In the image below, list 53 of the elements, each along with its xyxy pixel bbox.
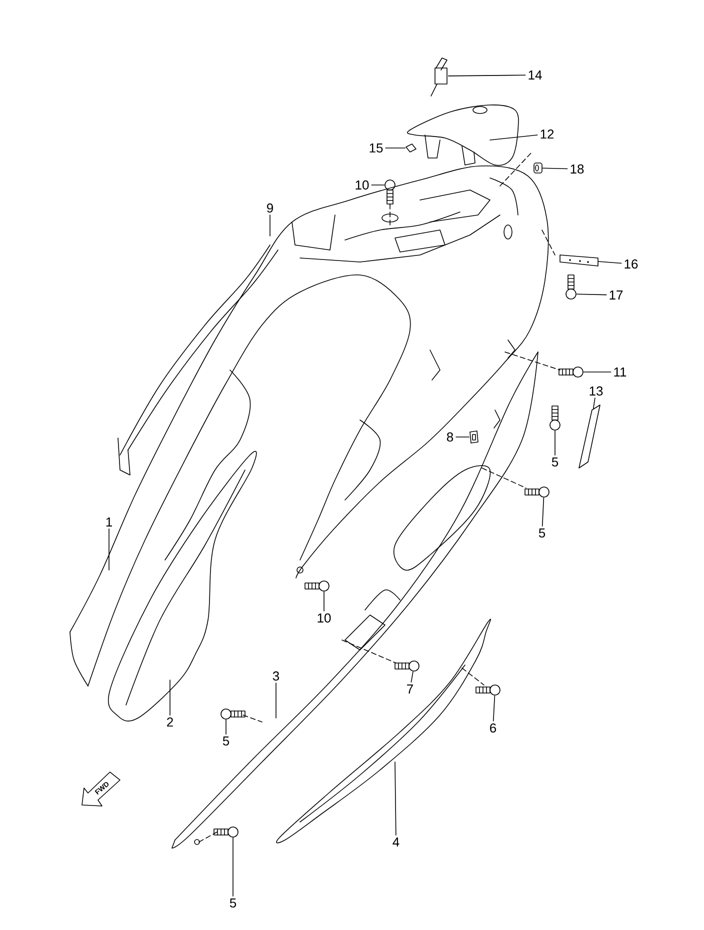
part-drawing	[578, 404, 600, 468]
callout-number: 13	[590, 386, 603, 396]
part-drawing	[220, 708, 246, 720]
callout-number: 10	[318, 613, 331, 623]
leader-line	[542, 168, 568, 170]
part-drawing	[566, 274, 576, 300]
callout-number: 5	[538, 528, 546, 538]
callout-number: 1	[106, 518, 112, 526]
leader-line	[598, 261, 622, 264]
callout-number: 7	[407, 684, 413, 694]
part-drawing	[524, 486, 550, 498]
leader-line	[554, 430, 556, 456]
leader-line	[490, 134, 538, 140]
part-drawing	[394, 660, 420, 672]
leader-line	[448, 74, 526, 76]
callout-number: 9	[267, 203, 273, 213]
leader-line	[394, 762, 396, 836]
callout-number: 3	[272, 671, 280, 681]
callout-number: 15	[370, 143, 383, 153]
callout-number: 5	[230, 898, 236, 908]
callout-number: 6	[490, 723, 496, 733]
callout-number: 5	[222, 736, 230, 746]
part-drawing	[560, 254, 598, 266]
part-drawing	[476, 684, 500, 696]
leader-line	[542, 498, 544, 526]
callout-number: 17	[610, 290, 623, 300]
part-drawing	[384, 180, 396, 204]
leader-line	[592, 398, 596, 409]
part-drawing	[534, 162, 542, 174]
callout-number: 16	[624, 259, 638, 269]
callout-number: 2	[167, 717, 173, 727]
part-drawing	[550, 406, 560, 430]
part-drawing	[406, 144, 416, 152]
callout-number: 10	[356, 180, 369, 190]
callout-number: 4	[392, 838, 400, 846]
part-drawing	[558, 366, 584, 378]
leader-line	[371, 184, 384, 186]
leader-line	[108, 528, 110, 570]
callout-number: 11	[614, 368, 626, 376]
leader-line	[232, 838, 234, 896]
part-drawing	[430, 58, 448, 96]
leader-line	[410, 672, 414, 683]
callout-number: 18	[570, 164, 584, 174]
callout-number: 5	[552, 457, 558, 467]
part-drawing	[470, 430, 478, 444]
callout-number: 12	[540, 129, 554, 139]
part-drawing	[214, 826, 238, 838]
leader-line	[492, 696, 496, 722]
leader-line	[456, 436, 470, 438]
leader-line	[576, 294, 607, 296]
callout-number: 14	[528, 70, 542, 80]
callout-number: 8	[446, 432, 454, 442]
part-drawing	[304, 580, 330, 592]
